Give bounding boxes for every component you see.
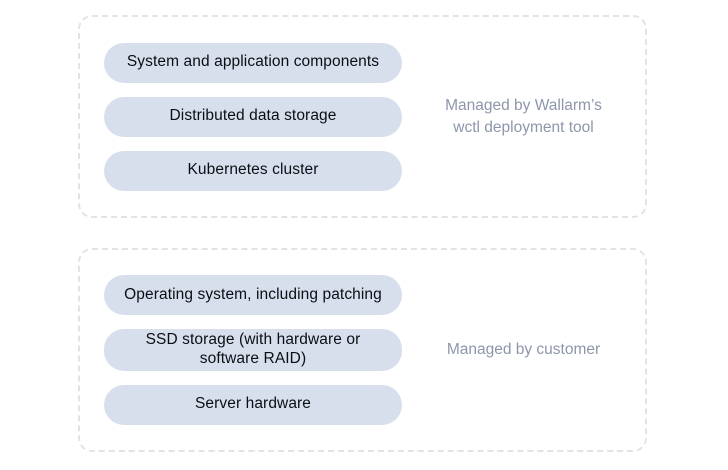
group-label-managed-by-wallarm: Managed by Wallarm’s wctl deployment too… [445,96,602,136]
component-pill: Kubernetes cluster [104,150,402,191]
component-pill: System and application components [104,42,402,83]
component-pill: Server hardware [104,384,402,425]
component-pill: Operating system, including patching [104,275,402,316]
component-pill: Distributed data storage [104,96,402,137]
component-pill: SSD storage (with hardware or software R… [104,329,402,371]
group-label-managed-by-customer: Managed by customer [446,341,601,358]
